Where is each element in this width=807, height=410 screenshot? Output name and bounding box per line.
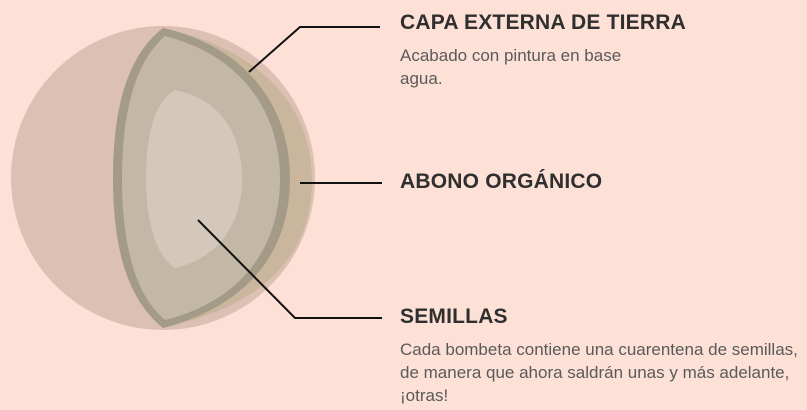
- outer-layer-description: Acabado con pintura en base agua.: [400, 46, 622, 88]
- label-outer-layer: CAPA EXTERNA DE TIERRA Acabado con pintu…: [400, 10, 686, 90]
- outer-layer-title: CAPA EXTERNA DE TIERRA: [400, 11, 686, 34]
- seeds-title: SEMILLAS: [400, 305, 508, 328]
- label-seeds: SEMILLAS Cada bombeta contiene una cuare…: [400, 304, 805, 407]
- seeds-description: Cada bombeta contiene una cuarentena de …: [400, 340, 798, 405]
- fertilizer-title: ABONO ORGÁNICO: [400, 170, 603, 193]
- leader-line-seeds: [197, 219, 382, 319]
- leader-line-outer-layer: [248, 26, 380, 73]
- seeds-core: [146, 90, 242, 268]
- label-fertilizer: ABONO ORGÁNICO: [400, 169, 602, 195]
